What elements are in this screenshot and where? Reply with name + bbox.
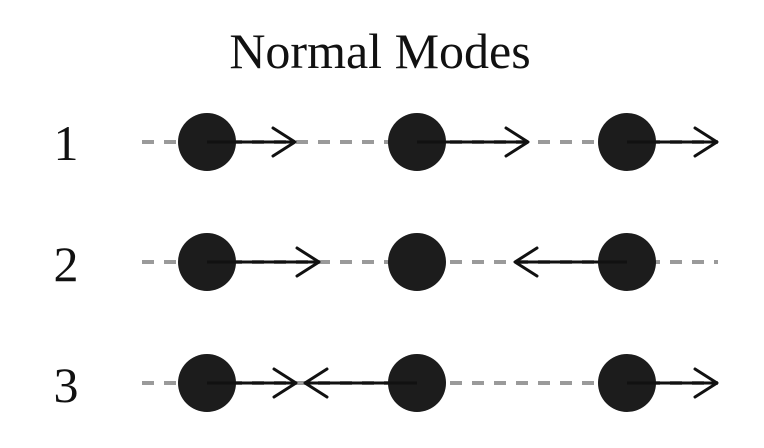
mode-row-3: 3 — [54, 354, 719, 413]
mass-3-arrow-left — [513, 246, 627, 278]
mode-row-2: 2 — [54, 233, 718, 292]
mass-3-arrow-right — [627, 367, 719, 399]
mass-2-arrow-right — [417, 126, 530, 158]
mode-row-1: 1 — [54, 113, 719, 171]
mode-label: 3 — [54, 357, 79, 413]
mode-label: 2 — [54, 236, 79, 292]
mode-label: 1 — [54, 115, 79, 171]
mass-1-arrow-right — [207, 126, 297, 158]
mass-3-arrow-right — [627, 126, 719, 158]
mass-2 — [388, 233, 446, 291]
diagram-title: Normal Modes — [229, 23, 530, 79]
mass-2-arrow-left — [303, 367, 417, 399]
mass-1-arrow-right — [207, 246, 321, 278]
mass-1-arrow-right — [207, 367, 298, 399]
